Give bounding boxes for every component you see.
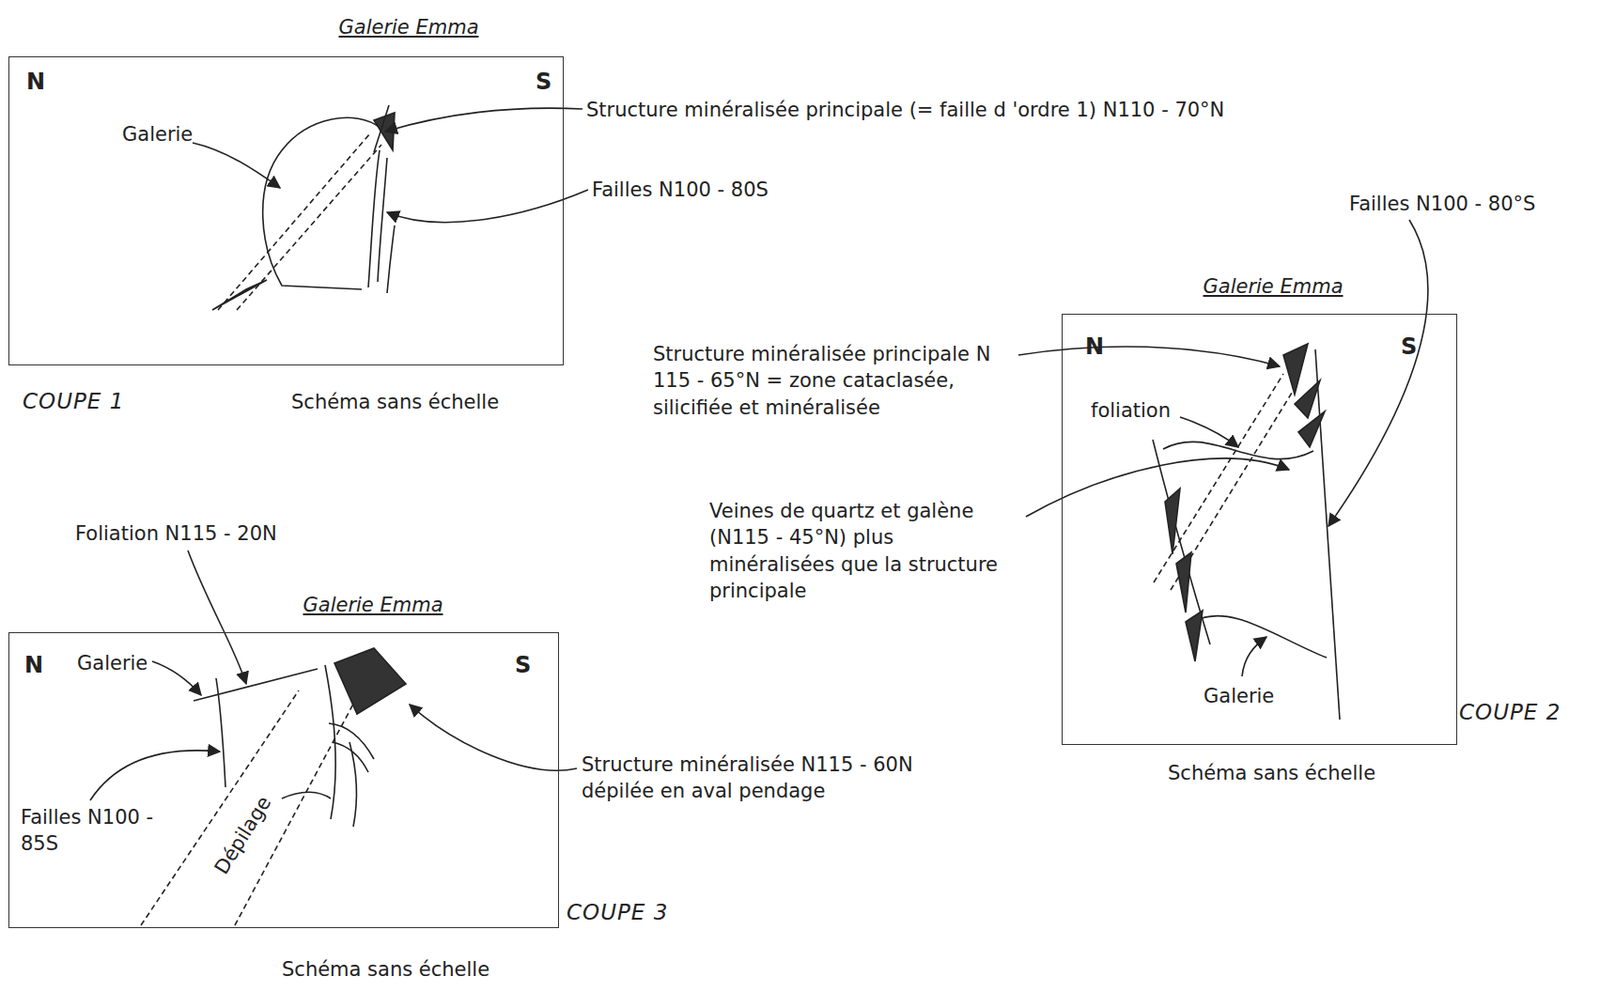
annotation-label: Failles N100 - 80°S <box>1349 190 1536 218</box>
drawing-label: Galerie <box>77 650 148 677</box>
stope-dashed <box>140 690 299 926</box>
annotation-label: Foliation N115 - 20N <box>75 520 278 547</box>
ore-lens <box>1185 610 1203 662</box>
fault <box>349 742 357 827</box>
fault <box>373 105 389 153</box>
leader-line <box>1180 417 1239 448</box>
orientation-letter: S <box>535 66 552 97</box>
section-2-drawing <box>1018 219 1429 720</box>
section-title: Galerie Emma <box>338 14 479 41</box>
annotation-label: Veines de quartz et galène (N115 - 45°N)… <box>709 497 1020 605</box>
ore-lens <box>1294 380 1321 419</box>
section-frame: Galerie EmmaNSGalerie <box>8 56 564 366</box>
section-title: Galerie Emma <box>1202 273 1343 300</box>
orientation-letter: N <box>1085 331 1104 362</box>
drawing-label: foliation <box>1090 397 1171 424</box>
ore-structure-dashed <box>1153 373 1284 583</box>
fault <box>387 225 395 294</box>
ore-lens <box>1298 411 1325 448</box>
orientation-letter: S <box>1400 331 1417 362</box>
leader-line <box>409 704 577 771</box>
fault <box>216 678 226 788</box>
leader-line <box>1328 219 1429 527</box>
leader-line <box>387 189 589 223</box>
section-3-drawing <box>90 550 577 926</box>
orientation-letter: S <box>514 650 531 681</box>
section-1-drawing <box>192 105 589 311</box>
gallery-outline <box>263 117 381 290</box>
annotation-label: Schéma sans échelle <box>281 956 490 983</box>
leader-line <box>90 750 220 801</box>
leader-line <box>1242 636 1267 677</box>
fault <box>328 723 374 760</box>
leader-line <box>1018 346 1280 367</box>
leader-line <box>192 142 280 188</box>
leader-line <box>187 550 247 684</box>
ore-lens <box>1176 552 1192 613</box>
section-number: COUPE 3 <box>566 898 668 928</box>
drawing-label: Galerie <box>1203 683 1274 710</box>
fault <box>281 792 331 799</box>
gallery-bottom <box>1193 616 1327 658</box>
annotation-label: Failles N100 - 80S <box>591 176 769 203</box>
section-frame: Galerie EmmaNSGalerieFailles N100 - 85SD… <box>8 632 560 929</box>
ore-structure-dashed <box>217 133 371 311</box>
orientation-letter: N <box>24 650 44 681</box>
section-number: COUPE 2 <box>1459 698 1561 728</box>
fault <box>1315 349 1340 720</box>
annotation-label: Structure minéralisée N115 - 60N dépilée… <box>581 751 948 806</box>
ore-lens <box>1165 488 1181 555</box>
orientation-letter: N <box>26 66 46 97</box>
drawing-label: Failles N100 - 85S <box>20 804 162 858</box>
annotation-label: Schéma sans échelle <box>291 388 499 416</box>
leader-line <box>385 108 583 132</box>
ore-lens <box>1283 343 1308 395</box>
annotation-label: Schéma sans échelle <box>1167 760 1376 787</box>
section-title: Galerie Emma <box>302 591 443 619</box>
ore-wedge <box>212 279 267 311</box>
leader-line <box>152 661 202 696</box>
drawing-label: Dépilage <box>208 791 278 880</box>
gallery-top <box>1163 441 1314 459</box>
fault <box>377 157 388 282</box>
leader-line <box>1025 458 1290 517</box>
foliation-line <box>193 668 318 701</box>
section-number: COUPE 1 <box>22 387 125 417</box>
ore-block <box>334 648 406 715</box>
section-frame: Galerie EmmaNSfoliationGalerie <box>1061 313 1458 746</box>
annotation-label: Structure minéralisée principale (= fail… <box>586 96 1225 124</box>
annotation-label: Structure minéralisée principale N 115 -… <box>652 341 1010 421</box>
drawing-label: Galerie <box>122 121 193 148</box>
